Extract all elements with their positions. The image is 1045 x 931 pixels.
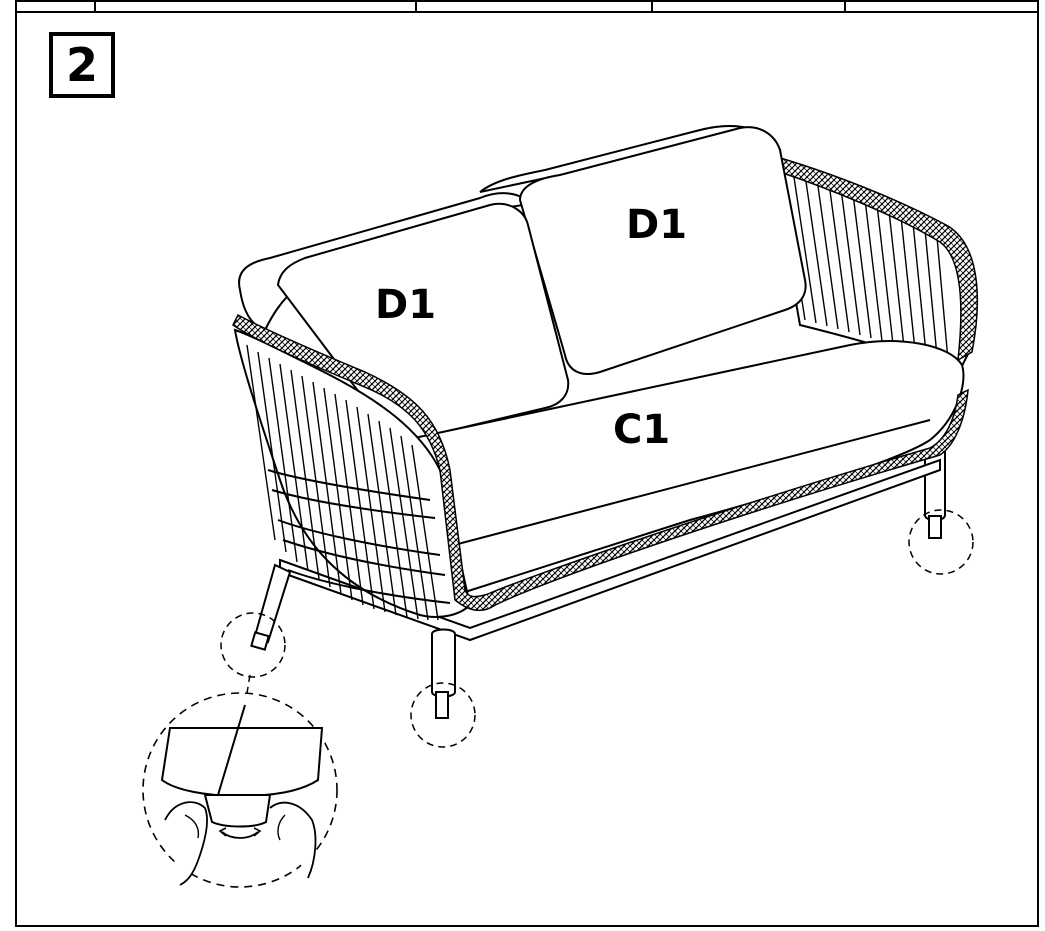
label-back-cushion-right: D1	[626, 202, 687, 248]
left-arm-frame	[232, 313, 969, 621]
step-number: 2	[65, 38, 98, 92]
right-arm-frame	[768, 153, 979, 382]
label-seat-cushion: C1	[613, 407, 670, 453]
page-frame	[15, 0, 1039, 927]
step-number-box: 2	[49, 32, 115, 98]
label-back-cushion-left: D1	[375, 282, 436, 328]
front-left-leg	[220, 563, 292, 706]
leg-detail-callout	[142, 692, 338, 888]
front-right-leg	[410, 628, 476, 748]
